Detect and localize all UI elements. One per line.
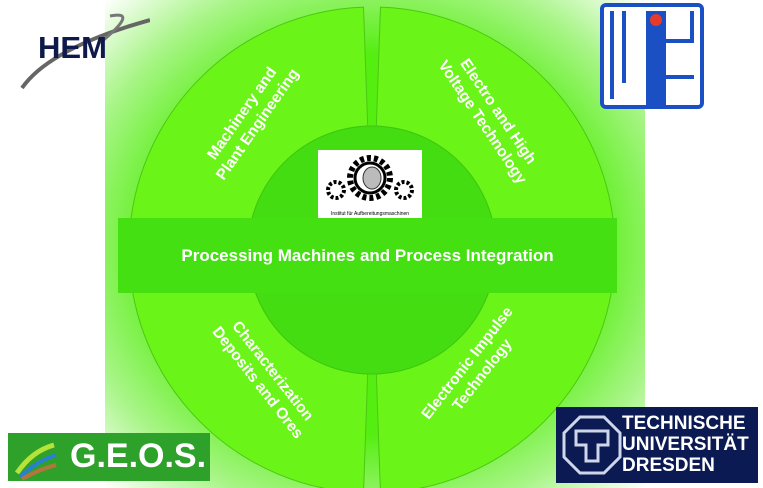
geos-text: G.E.O.S. xyxy=(70,437,207,475)
center-logo: Institut für Aufbereitungsmaschinen xyxy=(318,150,422,218)
hem-logo: HEM xyxy=(10,8,151,93)
tud-line: UNIVERSITÄT xyxy=(622,434,749,455)
tud-line: TECHNISCHE xyxy=(622,413,746,434)
geos-logo: G.E.O.S. xyxy=(8,433,210,481)
hem-text: HEM xyxy=(38,30,107,65)
gears-icon xyxy=(326,155,414,201)
center-logo-caption: Institut für Aufbereitungsmaschinen xyxy=(330,211,410,217)
tud-line: DRESDEN xyxy=(622,455,715,476)
title-text: Processing Machines and Process Integrat… xyxy=(181,245,554,265)
iae-logo xyxy=(600,3,705,111)
title-bar: Processing Machines and Process Integrat… xyxy=(118,218,617,293)
